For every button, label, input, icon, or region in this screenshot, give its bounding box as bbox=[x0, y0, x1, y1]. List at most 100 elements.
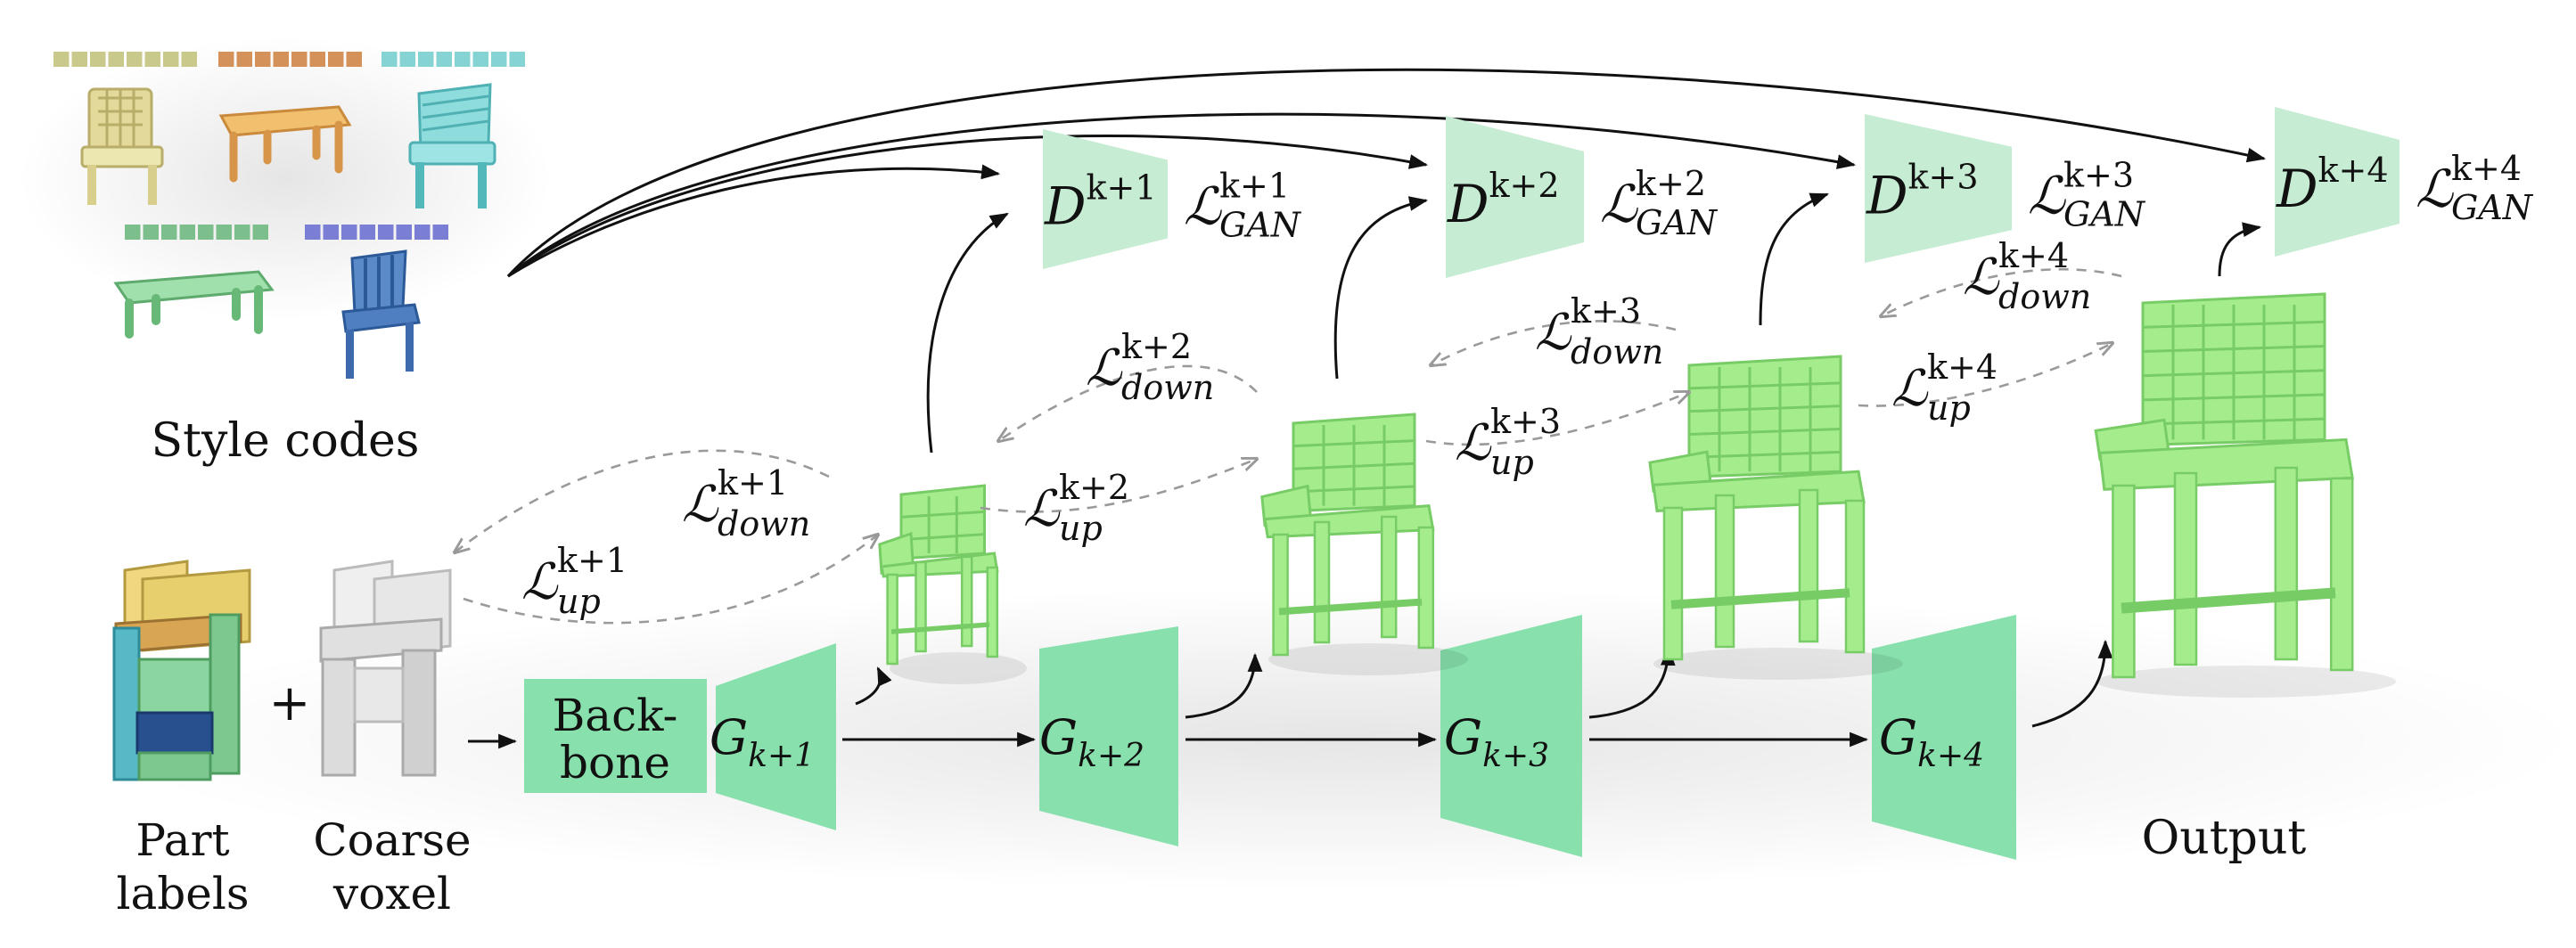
style-code-cell bbox=[90, 52, 106, 67]
generator-g4-shape bbox=[1872, 615, 2016, 860]
backbone-block: Back- bone bbox=[524, 679, 707, 793]
backbone-rect bbox=[524, 679, 707, 793]
generated-chair-2 bbox=[1260, 413, 1468, 675]
style-code-cell bbox=[236, 52, 252, 67]
style-code-cell bbox=[144, 52, 160, 67]
style-arrow-1 bbox=[507, 164, 1001, 278]
style-code-cell bbox=[378, 225, 394, 240]
style-code-bar bbox=[218, 52, 362, 67]
style-code-cell bbox=[381, 52, 398, 67]
output-label: Output bbox=[2142, 812, 2307, 865]
style-code-cell bbox=[399, 52, 415, 67]
generated-chair-3 bbox=[1648, 355, 1903, 680]
style-code-cell bbox=[418, 52, 434, 67]
generator-g3-shape bbox=[1440, 615, 1582, 857]
style-code-cell bbox=[198, 225, 214, 240]
style-chair-cyan bbox=[408, 83, 496, 208]
part-labels-line2: labels bbox=[116, 868, 249, 919]
backbone-line1: Back- bbox=[553, 690, 678, 741]
floor-shadow bbox=[18, 36, 553, 321]
style-arrow-3 bbox=[507, 112, 1857, 278]
generator-g2: Gk+2 bbox=[1039, 626, 1178, 846]
svg-text:Gk+3: Gk+3 bbox=[1444, 709, 1549, 774]
style-code-cell bbox=[125, 225, 141, 240]
discriminator-shape bbox=[2275, 107, 2400, 257]
style-code-bar bbox=[381, 52, 525, 67]
style-code-cell bbox=[359, 225, 375, 240]
style-code-cell bbox=[161, 225, 177, 240]
style-code-cell bbox=[179, 225, 195, 240]
style-chair-blue bbox=[341, 249, 421, 379]
style-arrow-4 bbox=[506, 68, 2267, 278]
style-code-cell bbox=[273, 52, 289, 67]
style-code-cell bbox=[255, 52, 271, 67]
chair-to-discriminator-arrows bbox=[926, 192, 2262, 454]
discriminator-label: Dk+3 bbox=[1866, 158, 1979, 226]
style-code-cell bbox=[414, 225, 431, 240]
generator-g2-label: Gk+2 bbox=[1039, 709, 1144, 774]
style-code-bar bbox=[125, 225, 268, 240]
style-code-cell bbox=[127, 52, 143, 67]
coarse-voxel-line2: voxel bbox=[332, 868, 451, 919]
generator-g1-shape bbox=[716, 643, 836, 830]
style-code-cell bbox=[143, 225, 159, 240]
generator-g3-label: Gk+3 bbox=[1444, 709, 1549, 774]
style-code-cell bbox=[252, 225, 268, 240]
svg-text:Gk+4: Gk+4 bbox=[1879, 709, 1984, 774]
style-code-cell bbox=[396, 225, 412, 240]
style-to-discriminator-arrows bbox=[506, 68, 2267, 278]
style-code-cell bbox=[53, 52, 70, 67]
generator-g3: Gk+3 bbox=[1440, 615, 1582, 857]
svg-text:Gk+2: Gk+2 bbox=[1039, 709, 1144, 774]
discriminator-shape bbox=[1043, 129, 1168, 269]
style-code-cell bbox=[455, 52, 471, 67]
style-table-orange bbox=[218, 105, 352, 183]
style-code-cell bbox=[216, 225, 232, 240]
style-codes: Style codes bbox=[53, 52, 525, 468]
style-code-cell bbox=[291, 52, 308, 67]
coarse-voxel bbox=[319, 560, 452, 777]
generator-g1-label: Gk+1 bbox=[710, 709, 815, 774]
part-labels-line1: Part bbox=[135, 814, 229, 866]
generator-g1: Gk+1 bbox=[710, 643, 836, 830]
generator-connections bbox=[842, 639, 2113, 748]
style-code-cell bbox=[234, 225, 250, 240]
style-code-cell bbox=[108, 52, 124, 67]
style-code-cell bbox=[432, 225, 448, 240]
style-code-cell bbox=[328, 52, 344, 67]
style-code-cell bbox=[163, 52, 179, 67]
part-labels-voxel bbox=[112, 560, 251, 781]
style-code-cell bbox=[509, 52, 525, 67]
discriminator-shape bbox=[1446, 116, 1584, 278]
style-bench-green bbox=[113, 270, 275, 339]
svg-text:Gk+1: Gk+1 bbox=[710, 709, 815, 774]
style-code-bar bbox=[53, 52, 197, 67]
loss-arcs bbox=[455, 268, 2122, 625]
plus-sign: + bbox=[269, 674, 311, 732]
style-code-bar bbox=[305, 225, 448, 240]
discriminator-label: Dk+1 bbox=[1044, 168, 1157, 237]
style-codes-label: Style codes bbox=[151, 414, 419, 468]
style-code-cell bbox=[346, 52, 362, 67]
style-code-cell bbox=[218, 52, 234, 67]
style-code-cell bbox=[181, 52, 197, 67]
style-arrow-2 bbox=[507, 134, 1429, 278]
style-code-cell bbox=[436, 52, 452, 67]
style-code-cell bbox=[341, 225, 357, 240]
